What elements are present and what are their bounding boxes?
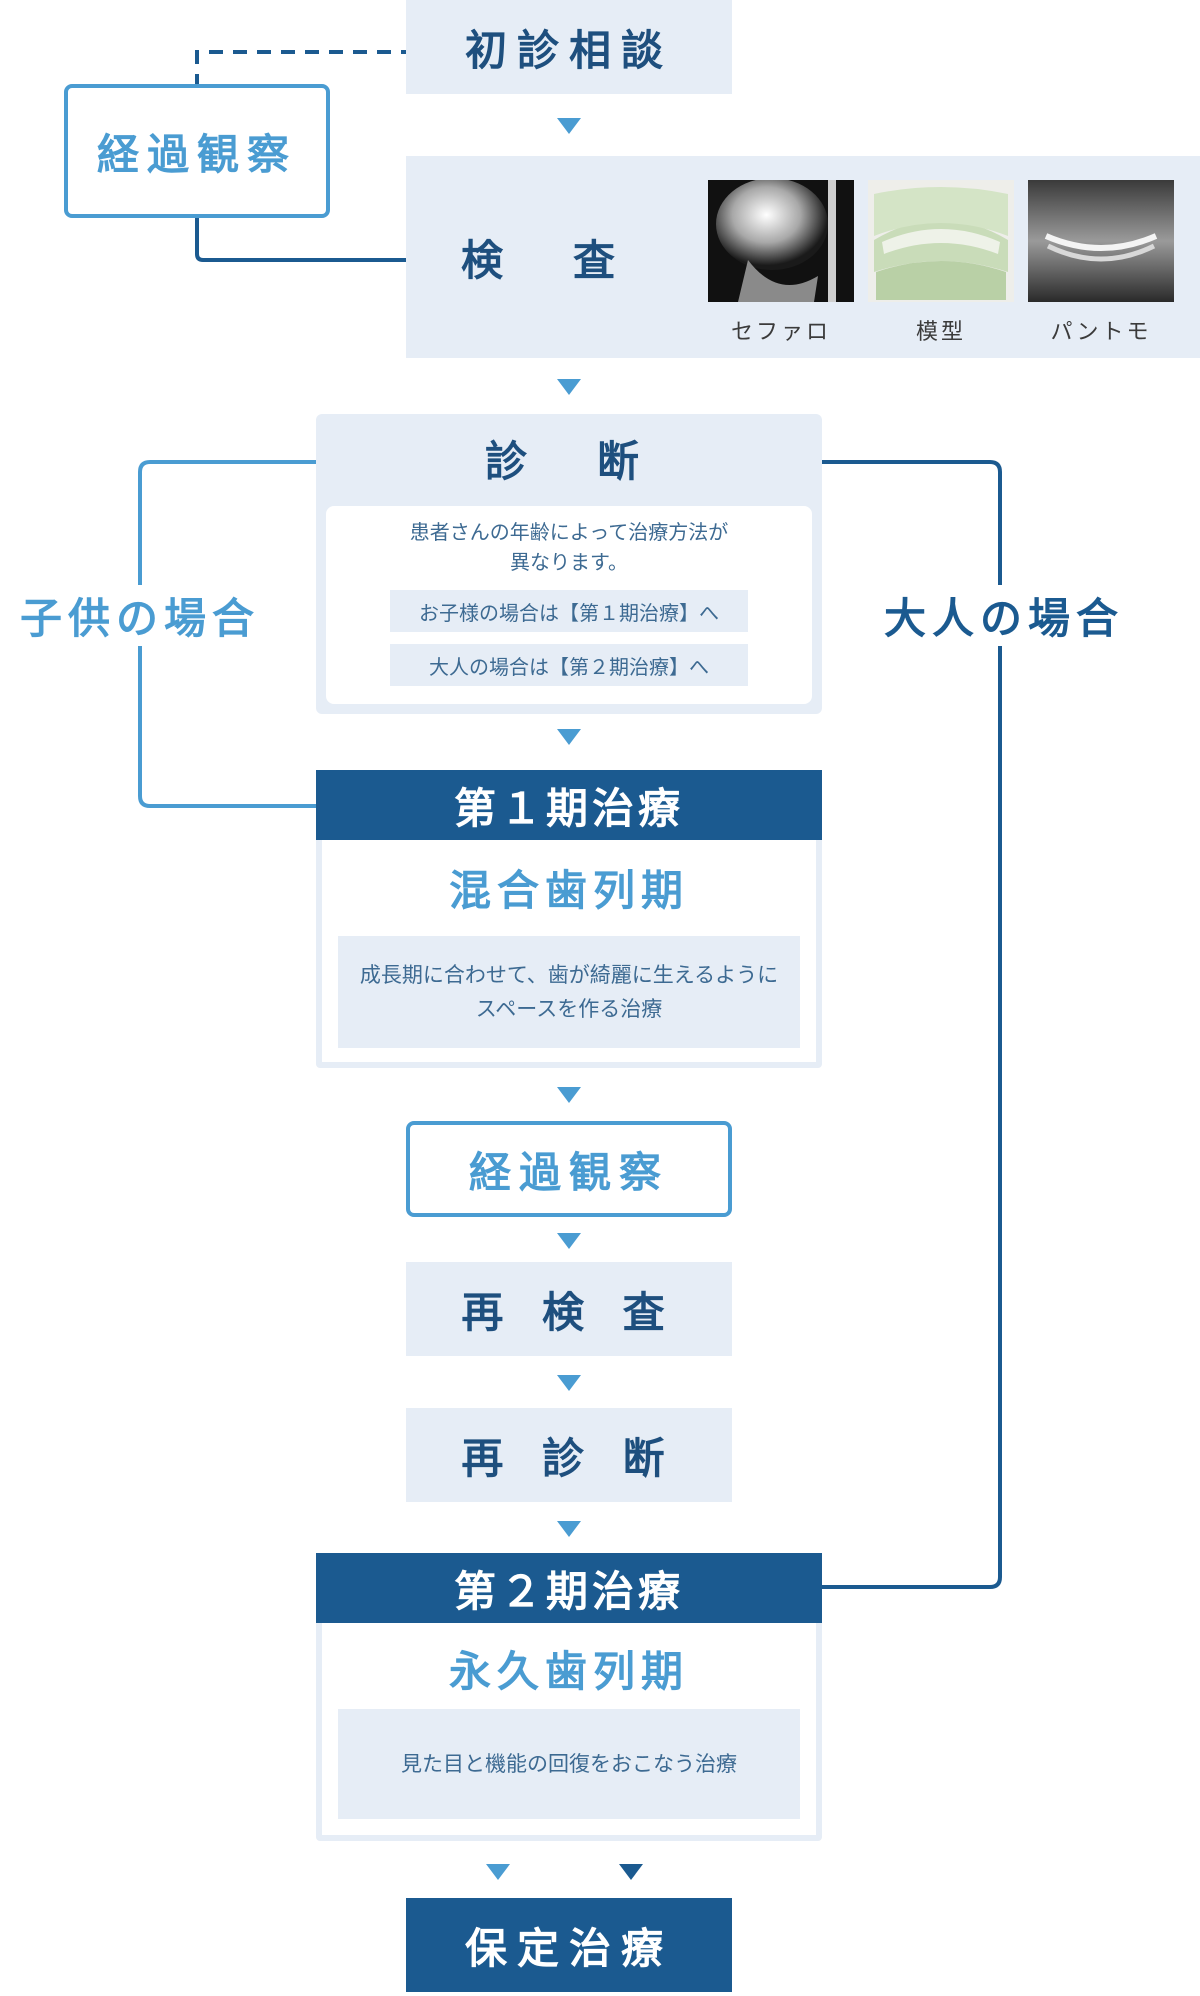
initial-consult-label: 初診相談 [464, 25, 673, 75]
arrow-3 [557, 729, 581, 745]
arrow-1 [557, 118, 581, 134]
phase1-header: 第１期治療 [316, 770, 822, 840]
arrow-8b [619, 1864, 643, 1880]
cephalo-photo [708, 180, 854, 302]
dental-model-photo [868, 180, 1014, 302]
retention-box: 保定治療 [406, 1898, 732, 1992]
diagnosis-info-line2: 異なります。 [510, 550, 628, 574]
arrow-7 [557, 1521, 581, 1537]
rediagnosis-box: 再 診 断 [406, 1408, 732, 1502]
arrow-2 [557, 379, 581, 395]
arrow-6 [557, 1375, 581, 1391]
cephalo-caption: セファロ [730, 320, 831, 345]
phase2-description: 見た目と機能の回復をおこなう治療 [338, 1709, 800, 1819]
arrow-5 [557, 1233, 581, 1249]
observation-box-mid: 経過観察 [406, 1121, 732, 1217]
diagnosis-info-line1: 患者さんの年齢によって治療方法が [409, 520, 729, 544]
phase1-description: 成長期に合わせて、歯が綺麗に生えるように スペースを作る治療 [338, 936, 800, 1048]
diagnosis-box: 診 断 患者さんの年齢によって治療方法が 異なります。 お子様の場合は【第１期治… [316, 414, 822, 714]
arrow-4 [557, 1087, 581, 1103]
observation-box-top: 経過観察 [64, 84, 330, 218]
adult-branch-line [700, 460, 1002, 1589]
child-branch-label: 子供の場合 [20, 585, 261, 646]
adult-note: 大人の場合は【第２期治療】へ [390, 644, 748, 686]
dashed-connector [195, 50, 440, 112]
phase2-card: 第２期治療 永久歯列期 見た目と機能の回復をおこなう治療 [316, 1553, 822, 1841]
adult-branch-label: 大人の場合 [884, 585, 1125, 646]
phase1-card: 第１期治療 混合歯列期 成長期に合わせて、歯が綺麗に生えるように スペースを作る… [316, 770, 822, 1068]
phase2-subtitle: 永久歯列期 [448, 1646, 689, 1696]
child-note: お子様の場合は【第１期治療】へ [390, 590, 748, 632]
observation-mid-label: 経過観察 [468, 1147, 669, 1197]
phase1-subtitle: 混合歯列期 [448, 865, 689, 915]
exam-label: 検 査 [460, 235, 629, 285]
initial-consult-box: 初診相談 [406, 0, 732, 94]
diagnosis-info-panel: 患者さんの年齢によって治療方法が 異なります。 お子様の場合は【第１期治療】へ … [326, 506, 812, 704]
dental-model-caption: 模型 [915, 320, 966, 345]
reexam-label: 再 検 査 [461, 1287, 677, 1337]
observation-top-label: 経過観察 [96, 129, 297, 179]
diagnosis-label: 診 断 [484, 436, 653, 486]
rediagnosis-label: 再 診 断 [461, 1433, 677, 1483]
exam-box: 検 査 セファロ 模型 [406, 156, 1200, 358]
down-arrows [486, 118, 643, 1880]
phase2-header: 第２期治療 [316, 1553, 822, 1623]
reexam-box: 再 検 査 [406, 1262, 732, 1356]
retention-label: 保定治療 [464, 1923, 673, 1973]
observation-exam-connector [195, 196, 440, 262]
panoramic-caption: パントモ [1050, 320, 1152, 345]
arrow-8a [486, 1864, 510, 1880]
panoramic-photo [1028, 180, 1174, 302]
